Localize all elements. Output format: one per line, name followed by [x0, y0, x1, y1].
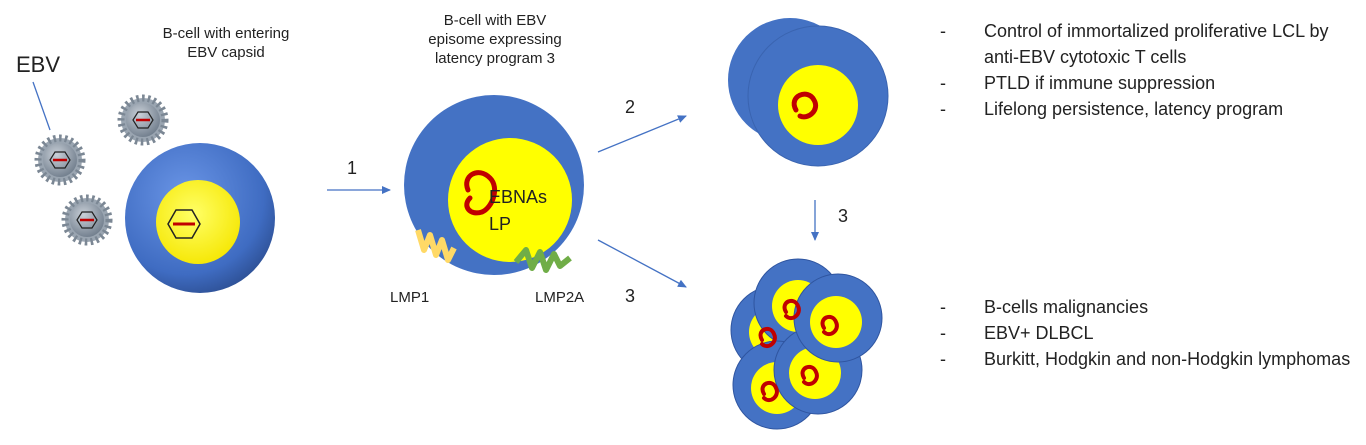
arrow-1-label: 1 — [347, 158, 357, 178]
lmp1-label: LMP1 — [390, 289, 429, 306]
arrow-3-label: 3 — [625, 286, 635, 306]
lcl-episome-icon — [791, 91, 818, 120]
lcl-cell-cluster — [728, 18, 889, 167]
outcomes-bottom-list: B-cells malignancies EBV+ DLBCL Burkitt,… — [936, 294, 1361, 372]
lymphoma-episome-icon — [800, 364, 819, 387]
lymphoma-episome-icon — [782, 298, 801, 321]
cell2-title-line2: episome expressing — [428, 31, 561, 48]
ebv-virion-middle — [34, 134, 86, 186]
outcome-bottom-item: B-cells malignancies — [936, 294, 1361, 320]
lmp2a-label: LMP2A — [535, 289, 584, 306]
arrow-2-label: 2 — [625, 97, 635, 117]
outcome-top-item: PTLD if immune suppression — [936, 70, 1361, 96]
outcome-top-item: Control of immortalized proliferative LC… — [936, 18, 1361, 70]
lmp2a-protein-icon — [513, 247, 572, 273]
outcome-top-item: Lifelong persistence, latency program — [936, 96, 1361, 122]
outcomes-top-list: Control of immortalized proliferative LC… — [936, 18, 1361, 122]
cell1-title-line2: EBV capsid — [187, 44, 265, 61]
arrow-3-vertical-label: 3 — [838, 206, 848, 226]
lp-label: LP — [489, 214, 511, 234]
outcome-bottom-item: EBV+ DLBCL — [936, 320, 1361, 346]
ebv-label: EBV — [16, 52, 60, 77]
cell2-title-line3: latency program 3 — [435, 50, 555, 67]
capsid-hexagon-icon — [167, 209, 201, 239]
cell2-nucleus — [448, 138, 572, 262]
cell1-title-line1: B-cell with entering — [163, 25, 290, 42]
arrow-step-3 — [597, 239, 687, 288]
arrow-step-2 — [597, 115, 687, 153]
lymphoma-cell-cluster — [730, 258, 883, 430]
virion-capsid-icon — [49, 151, 71, 169]
ebv-pointer-line — [32, 81, 51, 131]
virion-capsid-icon — [76, 211, 98, 229]
ebv-episome-icon — [464, 170, 497, 216]
cell2-title-line1: B-cell with EBV — [444, 12, 547, 29]
ebv-virion-bottom — [61, 194, 113, 246]
lmp1-protein-icon — [415, 229, 457, 263]
lymphoma-episome-icon — [758, 326, 777, 349]
b-cell-entering — [125, 143, 275, 293]
ebnas-label: EBNAs — [489, 187, 547, 207]
virion-capsid-icon — [132, 111, 154, 129]
ebv-virion-top — [117, 94, 169, 146]
lymphoma-episome-icon — [760, 380, 779, 403]
lymphoma-episome-icon — [820, 314, 839, 337]
outcome-bottom-item: Burkitt, Hodgkin and non-Hodgkin lymphom… — [936, 346, 1361, 372]
b-cell-latency-3 — [404, 95, 584, 275]
